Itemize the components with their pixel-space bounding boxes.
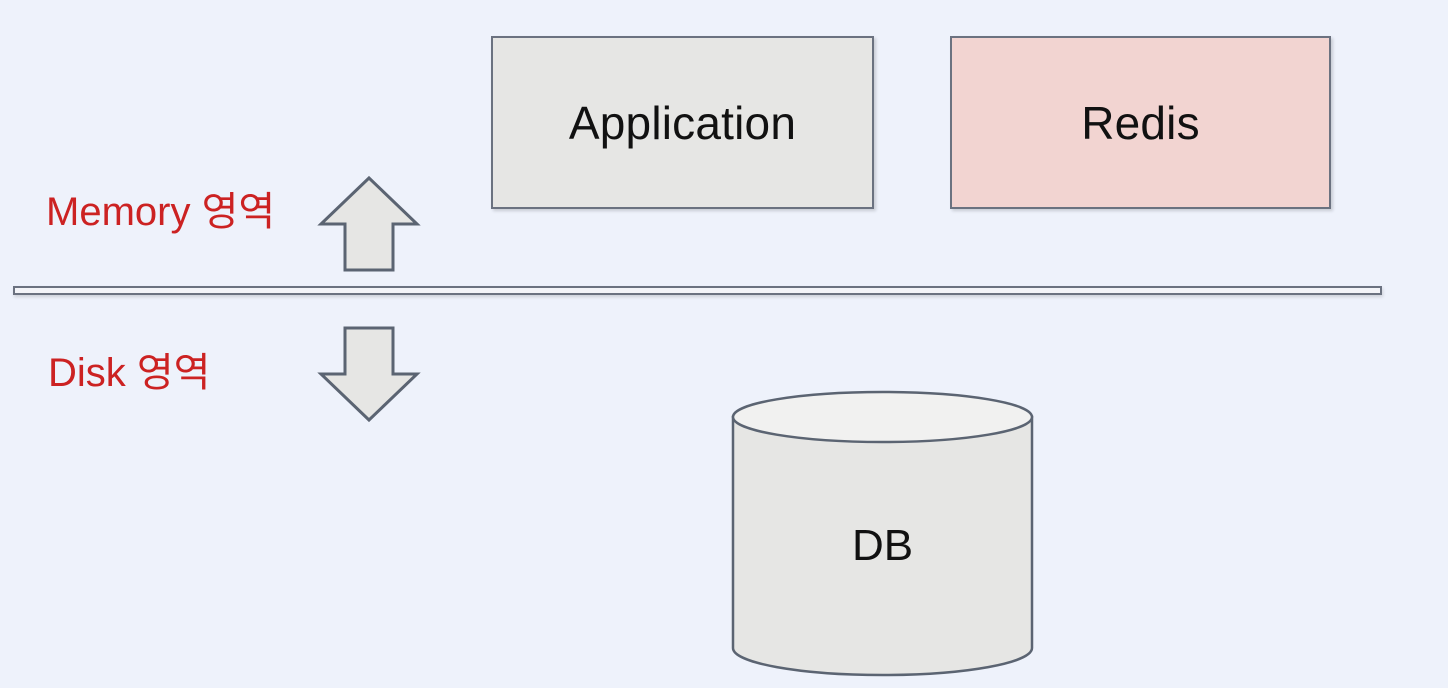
db-cylinder-icon[interactable] xyxy=(731,390,1034,677)
redis-box[interactable]: Redis xyxy=(950,36,1331,209)
db-label-container: DB xyxy=(731,518,1034,574)
redis-box-label: Redis xyxy=(1081,96,1200,149)
arrow-down-icon xyxy=(317,324,421,424)
arrow-up-icon xyxy=(317,174,421,274)
memory-disk-divider xyxy=(13,286,1382,295)
db-cylinder-label: DB xyxy=(851,521,914,570)
application-box-label: Application xyxy=(568,96,797,149)
application-box[interactable]: Application xyxy=(491,36,874,209)
memory-zone-label: Memory 영역 xyxy=(46,190,276,234)
disk-zone-label: Disk 영역 xyxy=(48,351,211,395)
